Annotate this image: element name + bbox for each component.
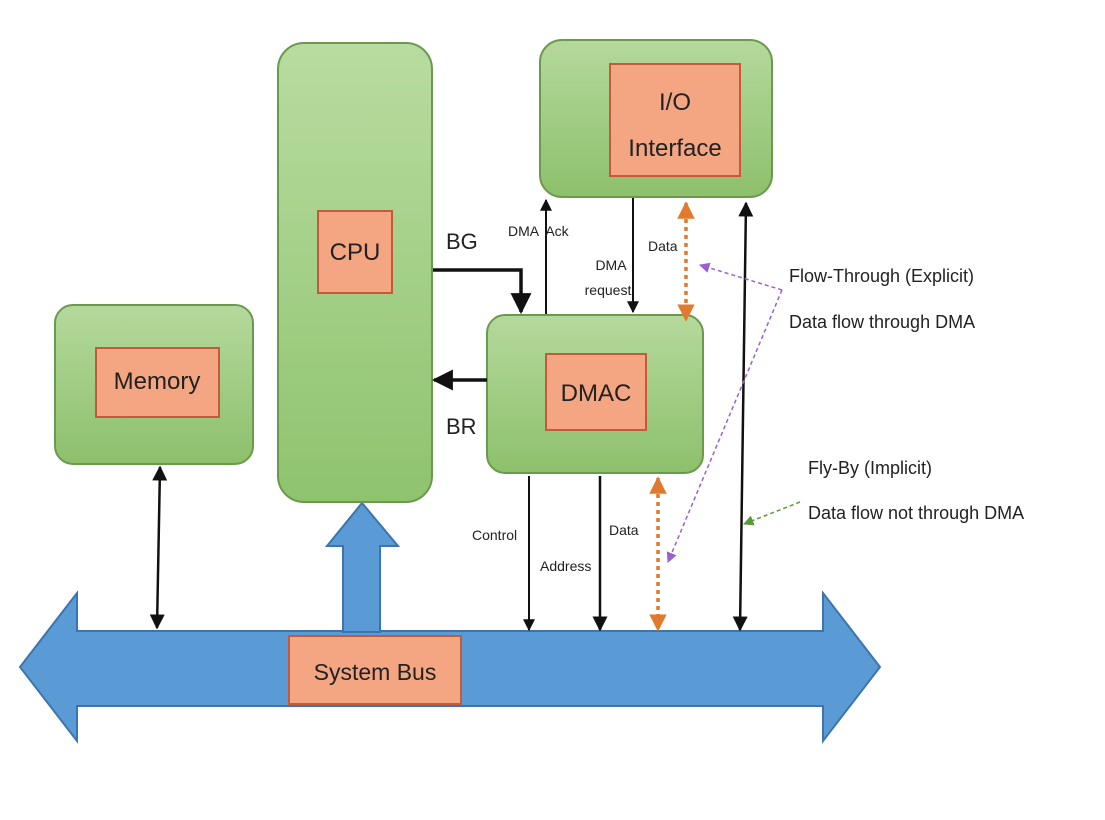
data-top-label: Data (648, 238, 678, 254)
dma-ack-label: DMA Ack (508, 223, 570, 239)
flyby-io-bus-arrow (732, 201, 754, 632)
flow-through-title: Flow-Through (Explicit) (789, 266, 974, 286)
io-label-box (609, 63, 741, 177)
flow-through-pointer (698, 262, 783, 291)
address-label: Address (540, 558, 591, 574)
dma-request-label-line1: DMA (595, 257, 627, 273)
cpu-bus-up-arrow (324, 501, 401, 633)
bg-arrow (433, 268, 532, 315)
dmac-label: DMAC (561, 380, 632, 407)
br-label: BR (446, 414, 477, 439)
flow-through-pointer-lower (666, 289, 783, 563)
memory-label: Memory (114, 368, 201, 395)
fly-by-desc: Data flow not through DMA (808, 503, 1024, 523)
cpu-label: CPU (330, 239, 381, 266)
flow-through-desc: Data flow through DMA (789, 312, 975, 332)
memory-label-box (95, 347, 220, 418)
system-bus-label-box (288, 635, 462, 705)
memory-bus-connector (149, 465, 168, 630)
bg-label: BG (446, 229, 478, 254)
dma-request-label-line2: request (585, 282, 632, 298)
io-label-line2: Interface (628, 135, 721, 162)
flyby-pointer (743, 501, 801, 526)
io-label-line1: I/O (659, 89, 691, 116)
fly-by-title: Fly-By (Implicit) (808, 458, 932, 478)
system-bus-label: System Bus (314, 659, 437, 685)
data-bottom-label: Data (609, 522, 639, 538)
dmac-label-box (545, 353, 647, 431)
cpu-label-box (317, 210, 393, 294)
control-label: Control (472, 527, 517, 543)
